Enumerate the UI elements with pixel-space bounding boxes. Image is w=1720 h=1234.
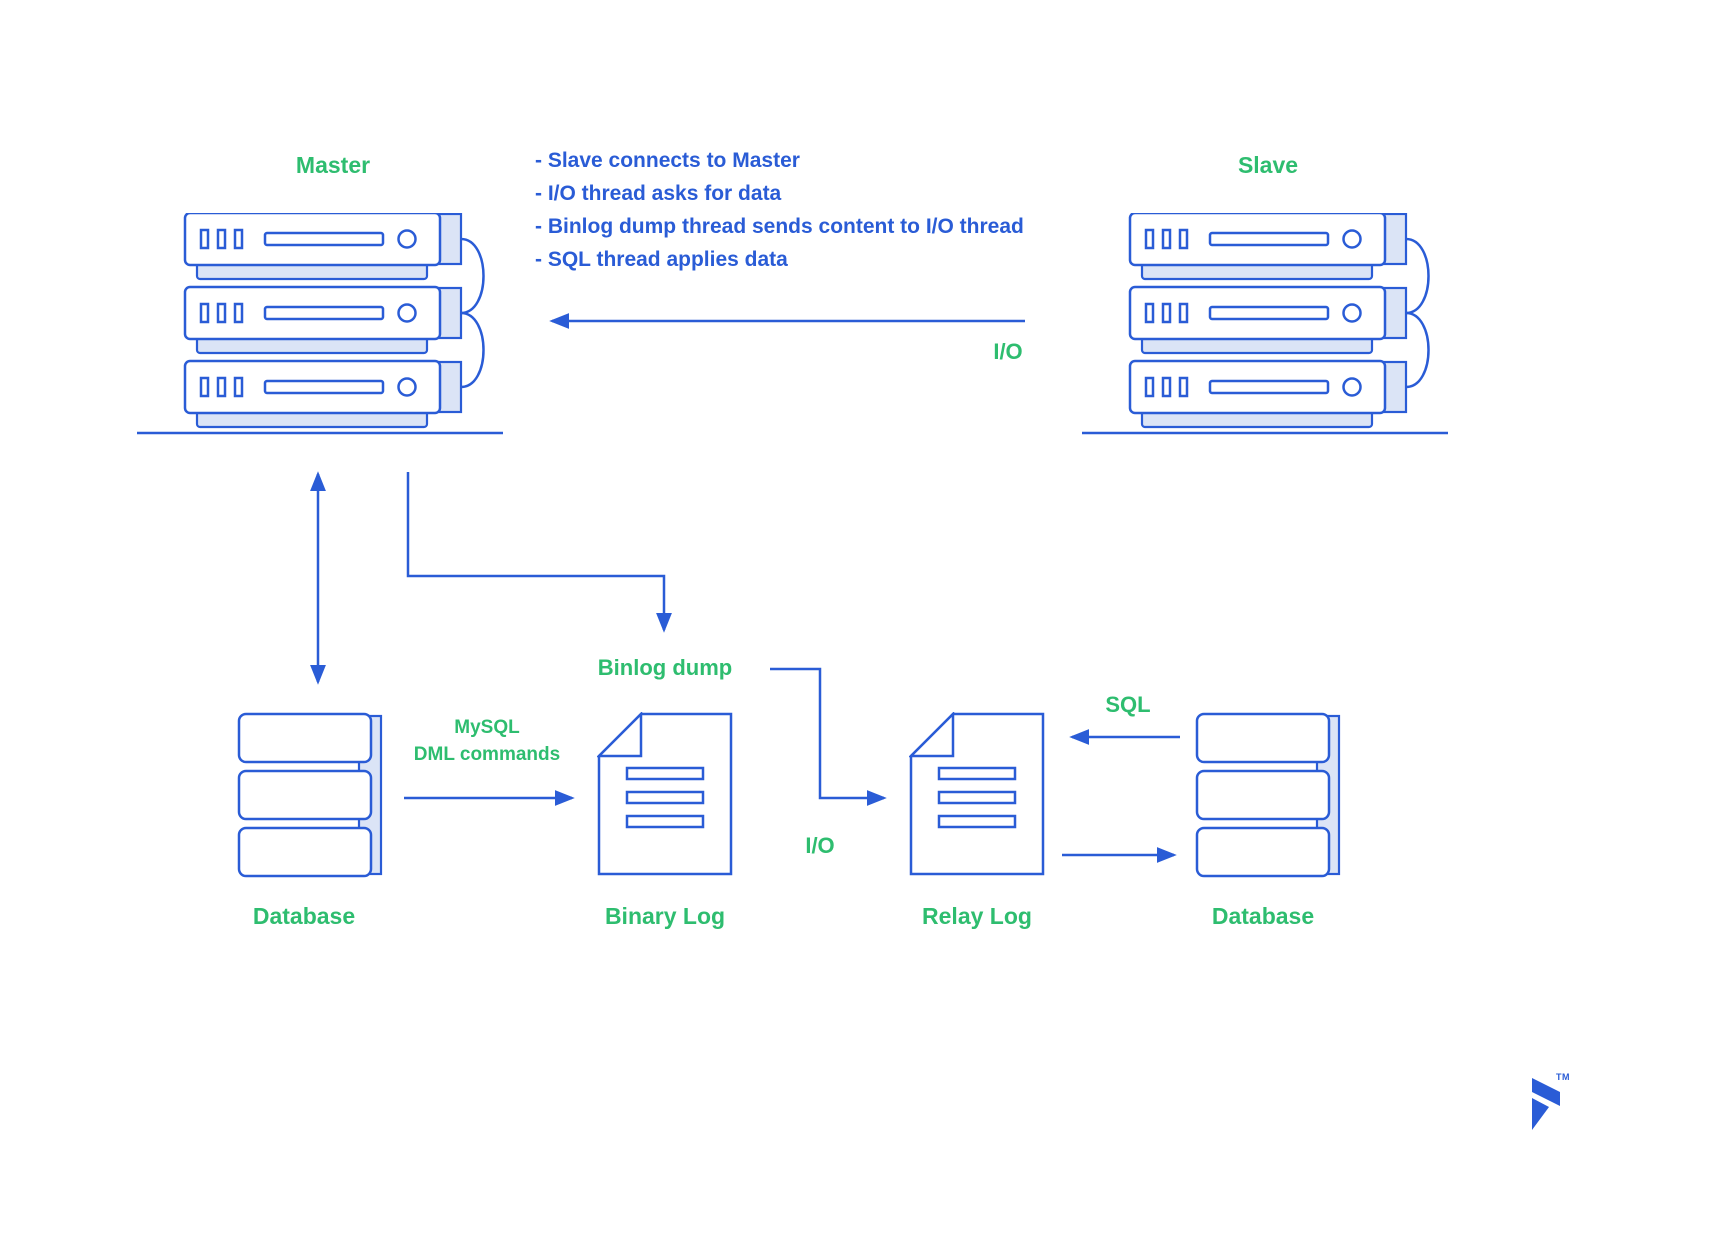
sql-label: SQL xyxy=(1105,692,1151,717)
slave-label: Slave xyxy=(1237,152,1299,178)
io-mid-label: I/O xyxy=(805,833,835,858)
binlog-dump-label: Binlog dump xyxy=(597,655,733,680)
database-right-icon xyxy=(1195,712,1341,878)
database-left-label: Database xyxy=(252,903,356,929)
database-left-icon xyxy=(237,712,383,878)
mysql-dml-line2: DML commands xyxy=(413,744,561,765)
relay-log-icon xyxy=(909,712,1045,876)
binary-log-icon xyxy=(597,712,733,876)
relay-log-label: Relay Log xyxy=(922,903,1032,929)
slave-server-icon xyxy=(1082,213,1448,435)
io-top-label: I/O xyxy=(993,339,1023,364)
replication-notes: - Slave connects to Master - I/O thread … xyxy=(535,144,1024,276)
database-right-label: Database xyxy=(1211,903,1315,929)
arrow-binlog-dump-to-relay-log-io xyxy=(770,667,887,806)
note-line: - Slave connects to Master xyxy=(535,149,800,172)
arrow-master-to-binlog-dump xyxy=(406,472,672,633)
master-server-icon xyxy=(137,213,503,435)
note-line: - SQL thread applies data xyxy=(535,248,788,271)
note-line: - Binlog dump thread sends content to I/… xyxy=(535,215,1024,238)
mysql-dml-label: MySQL DML commands xyxy=(377,714,597,768)
trademark-label: TM xyxy=(1556,1072,1570,1082)
note-line: - I/O thread asks for data xyxy=(535,182,782,205)
toptal-logo xyxy=(1532,1078,1560,1130)
mysql-dml-line1: MySQL xyxy=(454,717,520,738)
binary-log-label: Binary Log xyxy=(604,903,726,929)
master-label: Master xyxy=(295,152,371,178)
